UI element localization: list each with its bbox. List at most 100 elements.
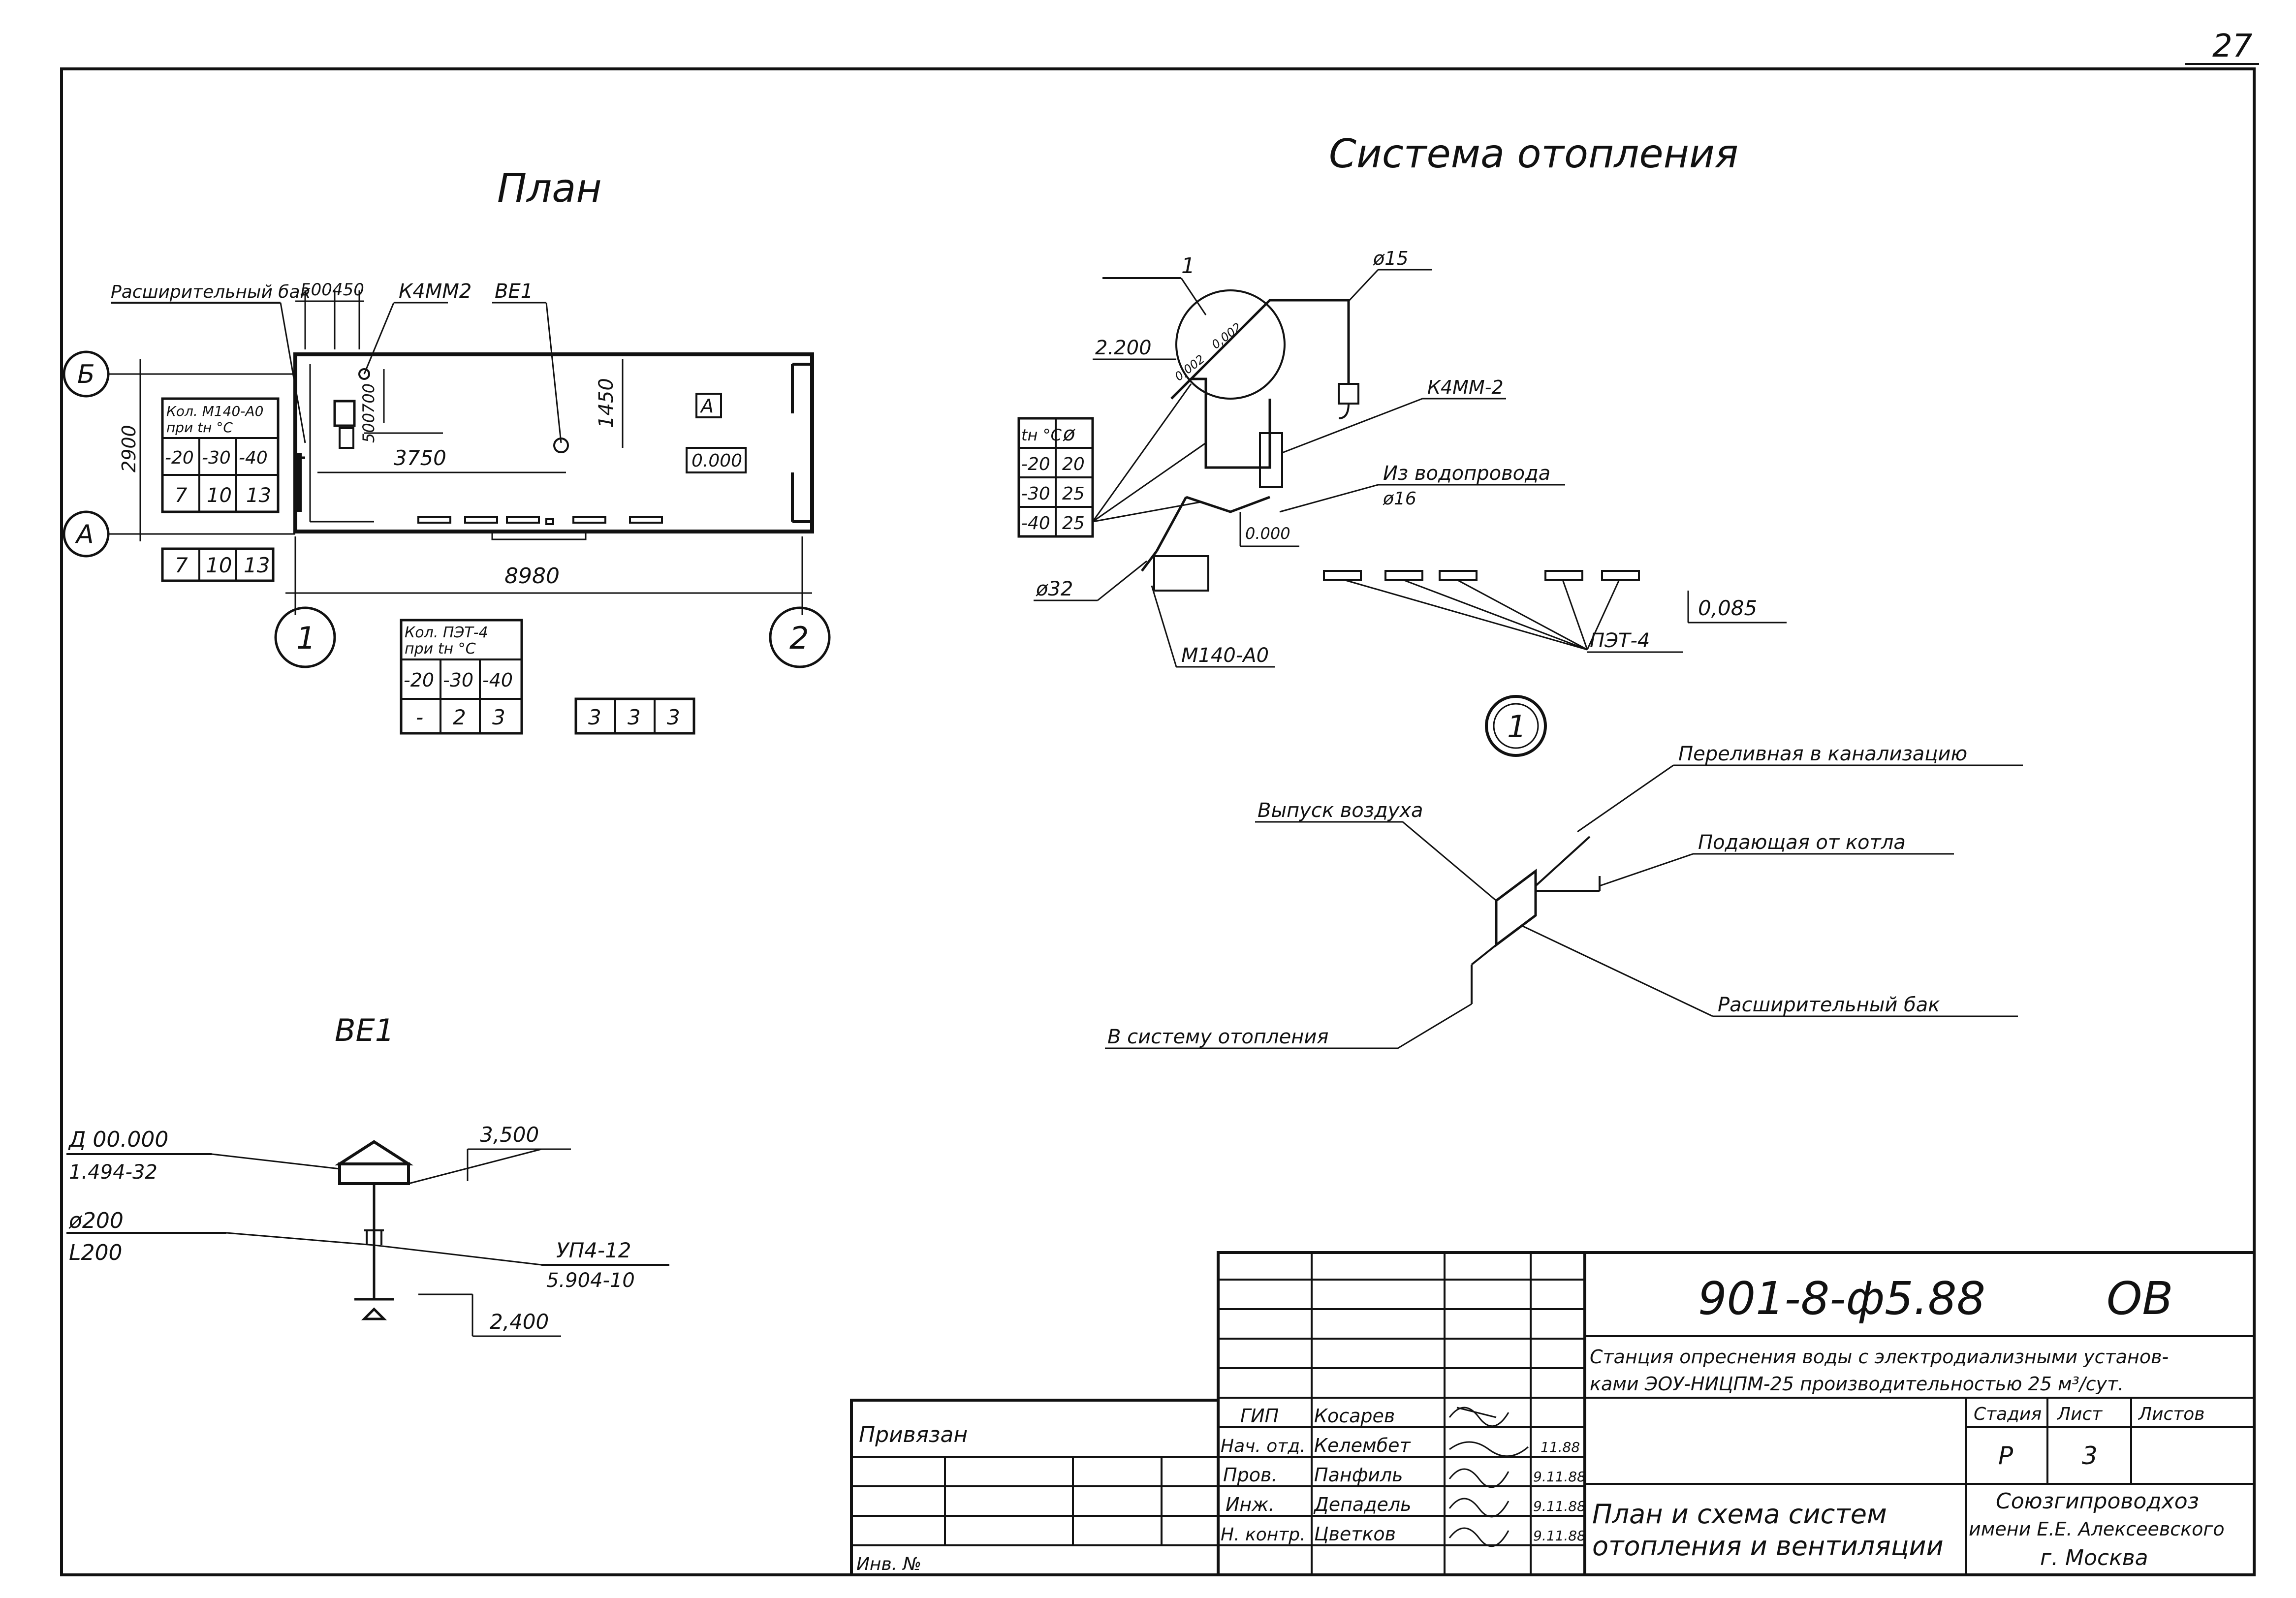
table-m140: Кол. М140-А0 при tн °С -20 -30 -40 7 10 …	[161, 397, 280, 513]
table-m140-temp: -20	[165, 448, 194, 468]
tb-staff-name: Депадель	[1313, 1494, 1412, 1515]
plan-room-tag	[695, 393, 722, 418]
heating-table-cell: -30	[1021, 484, 1050, 504]
tb-drawing-name-2: отопления и вентиляции	[1592, 1531, 1944, 1562]
table-pet-temp: -20	[404, 669, 434, 691]
tb-staff-name: Панфиль	[1314, 1464, 1403, 1486]
signature-image	[1448, 1498, 1510, 1518]
detail-overflow-label: Переливная в канализацию	[1678, 743, 1967, 765]
signature-image	[1448, 1407, 1510, 1427]
plan-title: План	[497, 165, 602, 211]
tb-stage-header: Стадия	[1974, 1404, 2042, 1424]
tb-staff-role: ГИП	[1240, 1405, 1279, 1427]
tb-bound: Привязан	[859, 1422, 968, 1447]
plan-tank-label: Расширительный бак	[111, 282, 311, 302]
table-m140-header-2: при tн °С	[166, 419, 233, 436]
title-block: Привязан Инв. № ГИП Косарев Нач. отд. Ке…	[850, 1251, 2256, 1576]
ve1-mark-bottom: 1.494-32	[69, 1161, 157, 1184]
heating-pet4: ПЭТ-4	[1590, 629, 1650, 652]
summary-pet-value: 3	[588, 705, 601, 729]
detail-1-number: 1	[1507, 709, 1526, 745]
ve1-up-top: УП4-12	[556, 1238, 631, 1262]
signature-image	[1448, 1468, 1510, 1488]
heating-callout-1: 1	[1181, 253, 1195, 279]
table-pet-count: 3	[492, 705, 505, 729]
tb-org-2: имени Е.Е. Алексеевского	[1969, 1518, 2225, 1540]
heating-elev-0085: 0,085	[1698, 596, 1757, 620]
plan-dim-500v: 500	[359, 413, 378, 443]
tb-staff-date: 9.11.88	[1533, 1528, 1586, 1544]
heating-elev-0: 0.000	[1245, 524, 1290, 543]
ve1-elev-3500: 3,500	[480, 1123, 539, 1147]
axis-b-label: Б	[77, 360, 95, 389]
table-pet-header-2: при tн °С	[405, 640, 476, 658]
tb-staff-role: Пров.	[1223, 1464, 1277, 1486]
ve1-elev-2400: 2,400	[490, 1310, 549, 1334]
summary-pet: 3 3 3	[574, 697, 695, 735]
ve1-mark-top: Д 00.000	[68, 1127, 168, 1152]
table-pet-temp: -40	[482, 669, 513, 691]
tb-drawing-name-1: План и схема систем	[1592, 1499, 1887, 1530]
plan-elev-box	[686, 447, 747, 473]
axis-2-bubble	[769, 606, 831, 668]
tb-staff-date: 9.11.88	[1533, 1469, 1586, 1485]
detail-air-label: Выпуск воздуха	[1258, 799, 1423, 822]
table-m140-count: 7	[175, 484, 188, 507]
tb-sheets-header: Листов	[2138, 1404, 2204, 1424]
tb-staff-role: Н. контр.	[1221, 1525, 1306, 1545]
heating-dia-16: ø16	[1383, 489, 1416, 509]
table-pet-header-1: Кол. ПЭТ-4	[405, 624, 488, 641]
heating-section: Система отопления 1 2.200 0,002 0,002 ø1…	[1017, 131, 1787, 668]
tb-staff-role: Инж.	[1226, 1494, 1275, 1515]
tb-sheet-header: Лист	[2056, 1404, 2103, 1424]
table-pet-count: -	[416, 705, 423, 729]
tb-org-1: Союзгипроводхоз	[1996, 1489, 2199, 1514]
tb-project-name-1: Станция опреснения воды с электродиализн…	[1590, 1346, 2169, 1368]
detail-callout-circle	[1175, 289, 1286, 400]
table-m140-temp: -30	[202, 448, 231, 468]
table-pet: Кол. ПЭТ-4 при tн °С -20 -30 -40 - 2 3	[400, 619, 523, 735]
plan-dim-700: 700	[359, 383, 378, 413]
summary-pet-value: 3	[628, 705, 641, 729]
tb-sheet: 3	[2082, 1441, 2098, 1470]
axis-2-label: 2	[789, 620, 809, 656]
ve1-title: ВЕ1	[335, 1012, 394, 1048]
plan-ve1-label: ВЕ1	[495, 280, 533, 303]
heating-m140: М140-А0	[1181, 644, 1269, 667]
summary-m140-value: 13	[244, 553, 270, 577]
plan-room-tag-text: А	[699, 395, 714, 417]
detail-1-section: 1 Переливная в канализацию Выпуск воздух…	[1105, 695, 2023, 1049]
tb-stage: Р	[1998, 1441, 2013, 1470]
heating-table-cell: 20	[1062, 454, 1085, 474]
tb-mark: ОВ	[2107, 1272, 2173, 1325]
plan-dim-2900: 2900	[118, 425, 140, 472]
ve1-dia-top: ø200	[68, 1208, 124, 1233]
summary-m140-value: 10	[206, 553, 232, 577]
detail-1-bubble	[1485, 695, 1547, 757]
heating-table-cell: -20	[1021, 454, 1050, 474]
table-pet-count: 2	[453, 705, 466, 729]
heating-dia-15: ø15	[1373, 248, 1409, 269]
table-m140-temp: -40	[239, 448, 268, 468]
plan-k4mm2-label: К4ММ2	[399, 280, 472, 303]
table-m140-count: 13	[246, 484, 271, 507]
heating-dia-32: ø32	[1036, 578, 1073, 600]
detail-tank-label: Расширительный бак	[1718, 994, 1940, 1016]
summary-m140-value: 7	[175, 553, 188, 577]
tb-org-3: г. Москва	[2040, 1545, 2148, 1570]
tb-staff-role: Нач. отд.	[1221, 1436, 1306, 1456]
table-pet-temp: -30	[443, 669, 473, 691]
heating-k4mm2: К4ММ-2	[1427, 376, 1504, 398]
heating-table-header: ø	[1063, 423, 1075, 445]
plan-section: План Расширительный бак 500 450 К4ММ2 ВЕ…	[63, 165, 831, 735]
ve1-up-bottom: 5.904-10	[546, 1269, 635, 1292]
signature-image	[1448, 1527, 1510, 1547]
page-number: 27	[2212, 28, 2253, 64]
heating-table-cell: 25	[1062, 513, 1085, 533]
heating-slope-2: 0,002	[1209, 320, 1244, 351]
summary-pet-value: 3	[667, 705, 680, 729]
heating-table-cell: 25	[1062, 484, 1085, 504]
tb-doc-code: 901-8-ф5.88	[1698, 1272, 1985, 1325]
axis-1-label: 1	[296, 620, 315, 656]
plan-elev-0: 0.000	[692, 451, 742, 471]
